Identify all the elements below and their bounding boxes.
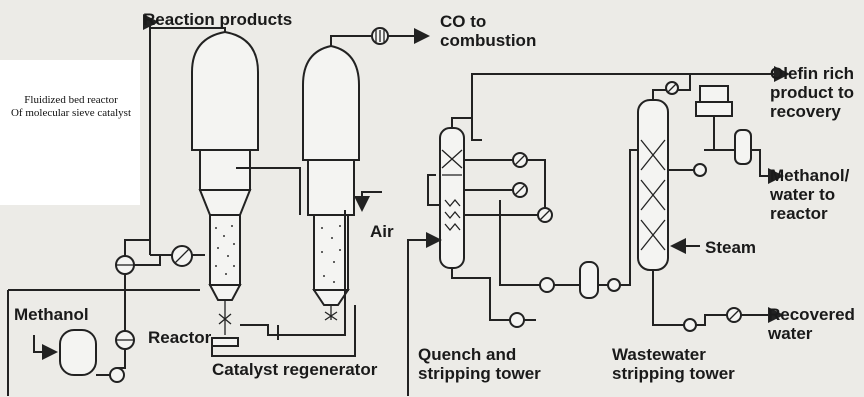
label-quench-tower: Quench and stripping tower [418,345,541,383]
label-olefin-product: Olefin rich product to recovery [770,64,855,121]
label-wastewater-tower: Wastewater stripping tower [612,345,735,383]
label-catalyst-regenerator: Catalyst regenerator [212,360,378,379]
quench-tower [439,127,465,269]
annotation-box [0,60,140,205]
reaction-products-line [149,27,226,255]
regenerator-vessel [302,44,360,321]
label-reactor: Reactor [148,328,212,347]
label-methanol: Methanol [14,305,89,324]
label-recovered-water: Recovered water [768,305,855,343]
label-air: Air [370,222,394,241]
methanol-drum [33,239,161,383]
label-methanol-water: Methanol/ water to reactor [770,166,850,223]
fluidized-bed-note: Fluidized bed reactor Of molecular sieve… [10,94,132,119]
reactor-vessel [191,30,259,347]
wastewater-tower [637,99,669,271]
label-co-combustion: CO to combustion [440,12,537,50]
label-reaction-products: Reaction products [143,10,293,29]
label-steam: Steam [705,238,757,257]
